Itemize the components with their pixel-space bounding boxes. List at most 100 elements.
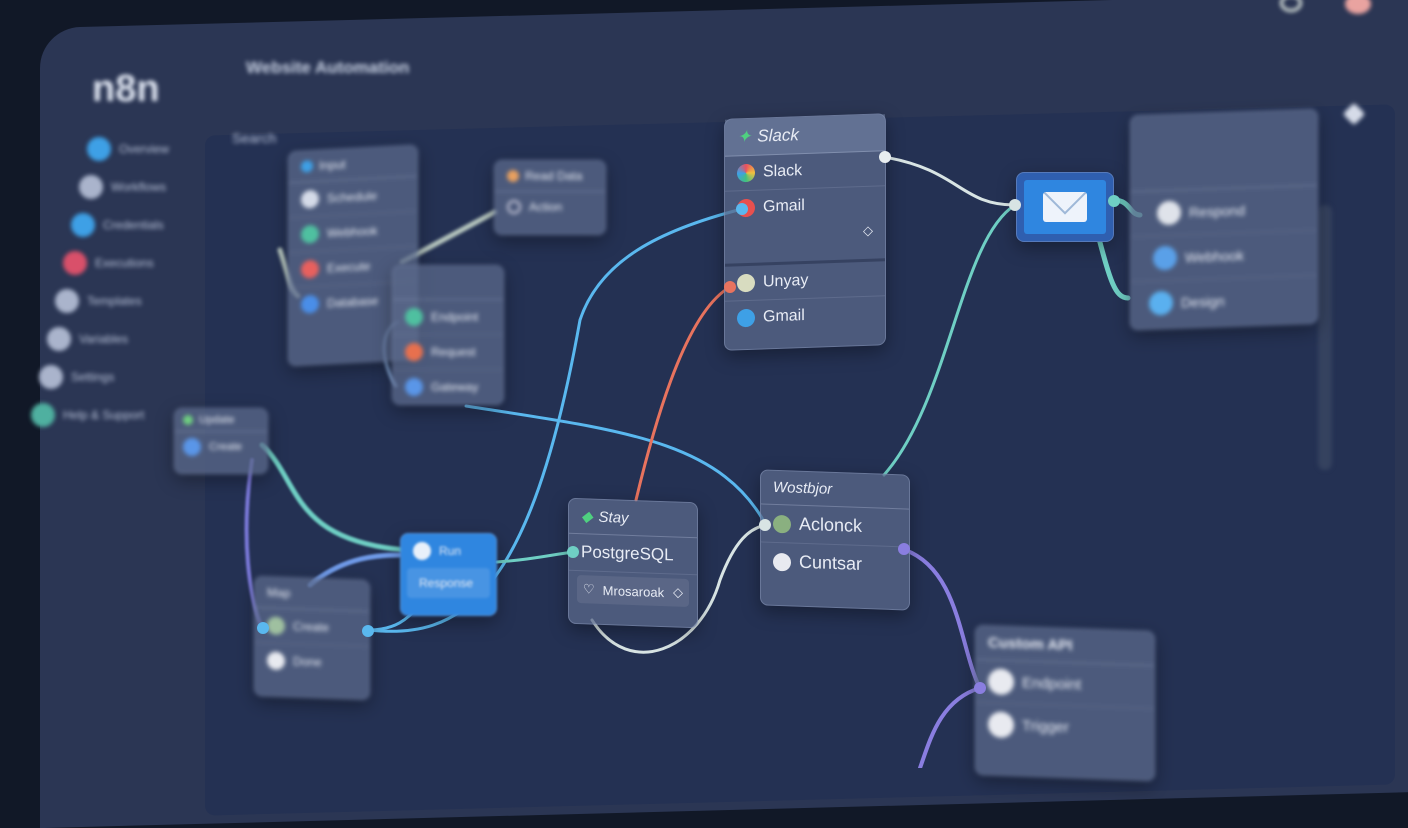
input-port[interactable] [736,203,748,215]
node-title: Stay [598,508,629,527]
node-row: Action [529,200,563,214]
clock-icon [301,189,319,209]
node-row: Response [419,576,474,590]
output-port[interactable] [1108,195,1120,207]
action-icon [507,200,521,214]
node-run[interactable]: Run Response [400,533,497,616]
node-row: Database [327,293,379,311]
node-stay[interactable]: ◆ Stay PostgreSQL ♡ Mrosaroak ◇ [568,497,698,629]
sidebar-icon [47,327,71,351]
node-icon: ◆ [581,508,593,526]
node-row: Gmail [763,197,805,216]
output-port[interactable] [879,151,891,163]
node-custom-api[interactable]: Custom API Endpoint Trigger [975,624,1155,782]
node-icon [988,711,1014,739]
node-title: Slack [757,125,799,146]
node-row: Execute [327,259,371,276]
sidebar-icon [31,403,55,427]
node-icon [267,651,285,671]
sidebar-item-label: Settings [71,370,115,384]
sidebar-item[interactable]: Help & Support [31,396,205,434]
node-row: PostgreSQL [581,542,674,565]
node-icon [405,308,423,326]
canvas-scrollbar[interactable] [1318,205,1332,470]
node-icon [405,378,423,396]
sidebar-icon [79,175,103,199]
node-row: Create [209,441,243,453]
database-icon [301,294,319,314]
sidebar-item[interactable]: Templates [55,282,205,320]
node-row: Mrosaroak [602,582,665,600]
input-port[interactable] [724,281,736,293]
node-row: Cuntsar [799,551,863,574]
node-title: Custom API [988,634,1073,655]
gmail-icon [737,308,755,328]
sidebar-item-label: Variables [79,332,129,346]
input-port[interactable] [1009,199,1021,211]
node-row: Design [1181,292,1225,311]
node-row: Gmail [763,307,805,326]
sidebar-item-label: Credentials [103,218,164,232]
sidebar-item[interactable]: Overview [87,130,205,168]
sidebar-item-label: Overview [119,142,170,156]
sidebar-item-label: Executions [95,256,154,270]
node-icon [988,668,1014,696]
node-row: Unyay [763,271,809,291]
sidebar-item[interactable]: Settings [39,358,205,396]
envelope-icon [1043,192,1087,222]
node-icon [737,273,755,293]
node-title: Read Data [525,169,583,183]
execute-icon [301,259,319,279]
node-read-data[interactable]: Read Data Action [494,160,606,235]
node-endpoint[interactable]: Endpoint Request Gateway [392,265,504,405]
avatar[interactable] [1345,0,1371,14]
app-logo[interactable]: n8n [92,68,160,110]
node-email[interactable] [1016,172,1114,242]
slack-icon: ✦ [737,126,752,147]
node-title: Wostbjor [773,478,833,498]
sidebar-item-label: Templates [87,294,142,308]
node-row: Request [431,345,476,359]
sidebar-item[interactable]: Credentials [71,206,205,244]
input-port[interactable] [759,519,771,531]
node-icon: ♡ [583,581,595,597]
node-webhook[interactable]: Wostbjor Aclonck Cuntsar [760,469,910,611]
node-map[interactable]: Map Create Done [254,575,370,701]
input-port[interactable] [974,682,986,694]
node-title: Map [267,585,291,601]
node-slack[interactable]: ✦Slack Slack Gmail◇ Unyay Gmail [724,113,886,351]
node-update[interactable]: Update Create [174,408,268,474]
output-port[interactable] [362,625,374,637]
node-icon [183,415,193,425]
input-port[interactable] [567,546,579,558]
canvas-breadcrumb[interactable]: Search [232,130,277,146]
node-row: Done [293,654,322,670]
node-row: Webhook [1185,247,1244,266]
node-row: Run [439,544,462,558]
node-row: Endpoint [1022,673,1082,694]
node-icon [301,160,313,173]
sidebar-item[interactable]: Variables [47,320,205,358]
search-icon[interactable] [1280,0,1302,12]
sidebar-item[interactable]: Executions [63,244,205,282]
sidebar-item-label: Workflows [111,180,167,194]
node-row: Slack [763,162,803,181]
node-row: Trigger [1022,716,1069,736]
node-respond[interactable]: Respond Webhook Design [1130,108,1318,331]
node-icon [267,616,285,636]
node-icon [507,170,519,182]
workflow-title[interactable]: Website Automation [246,58,410,77]
webhook-icon [301,224,319,244]
node-icon [1157,200,1181,226]
node-row: Gateway [431,380,479,394]
node-title: Input [319,157,346,173]
options-icon[interactable]: ◇ [673,584,683,600]
node-row: Respond [1189,202,1246,221]
options-icon[interactable]: ◇ [863,222,873,238]
sidebar-icon [39,365,63,389]
sidebar-item-label: Help & Support [63,408,145,422]
input-port[interactable] [257,622,269,634]
output-port[interactable] [898,543,910,555]
sidebar-item[interactable]: Workflows [79,168,205,206]
node-icon [773,514,791,533]
